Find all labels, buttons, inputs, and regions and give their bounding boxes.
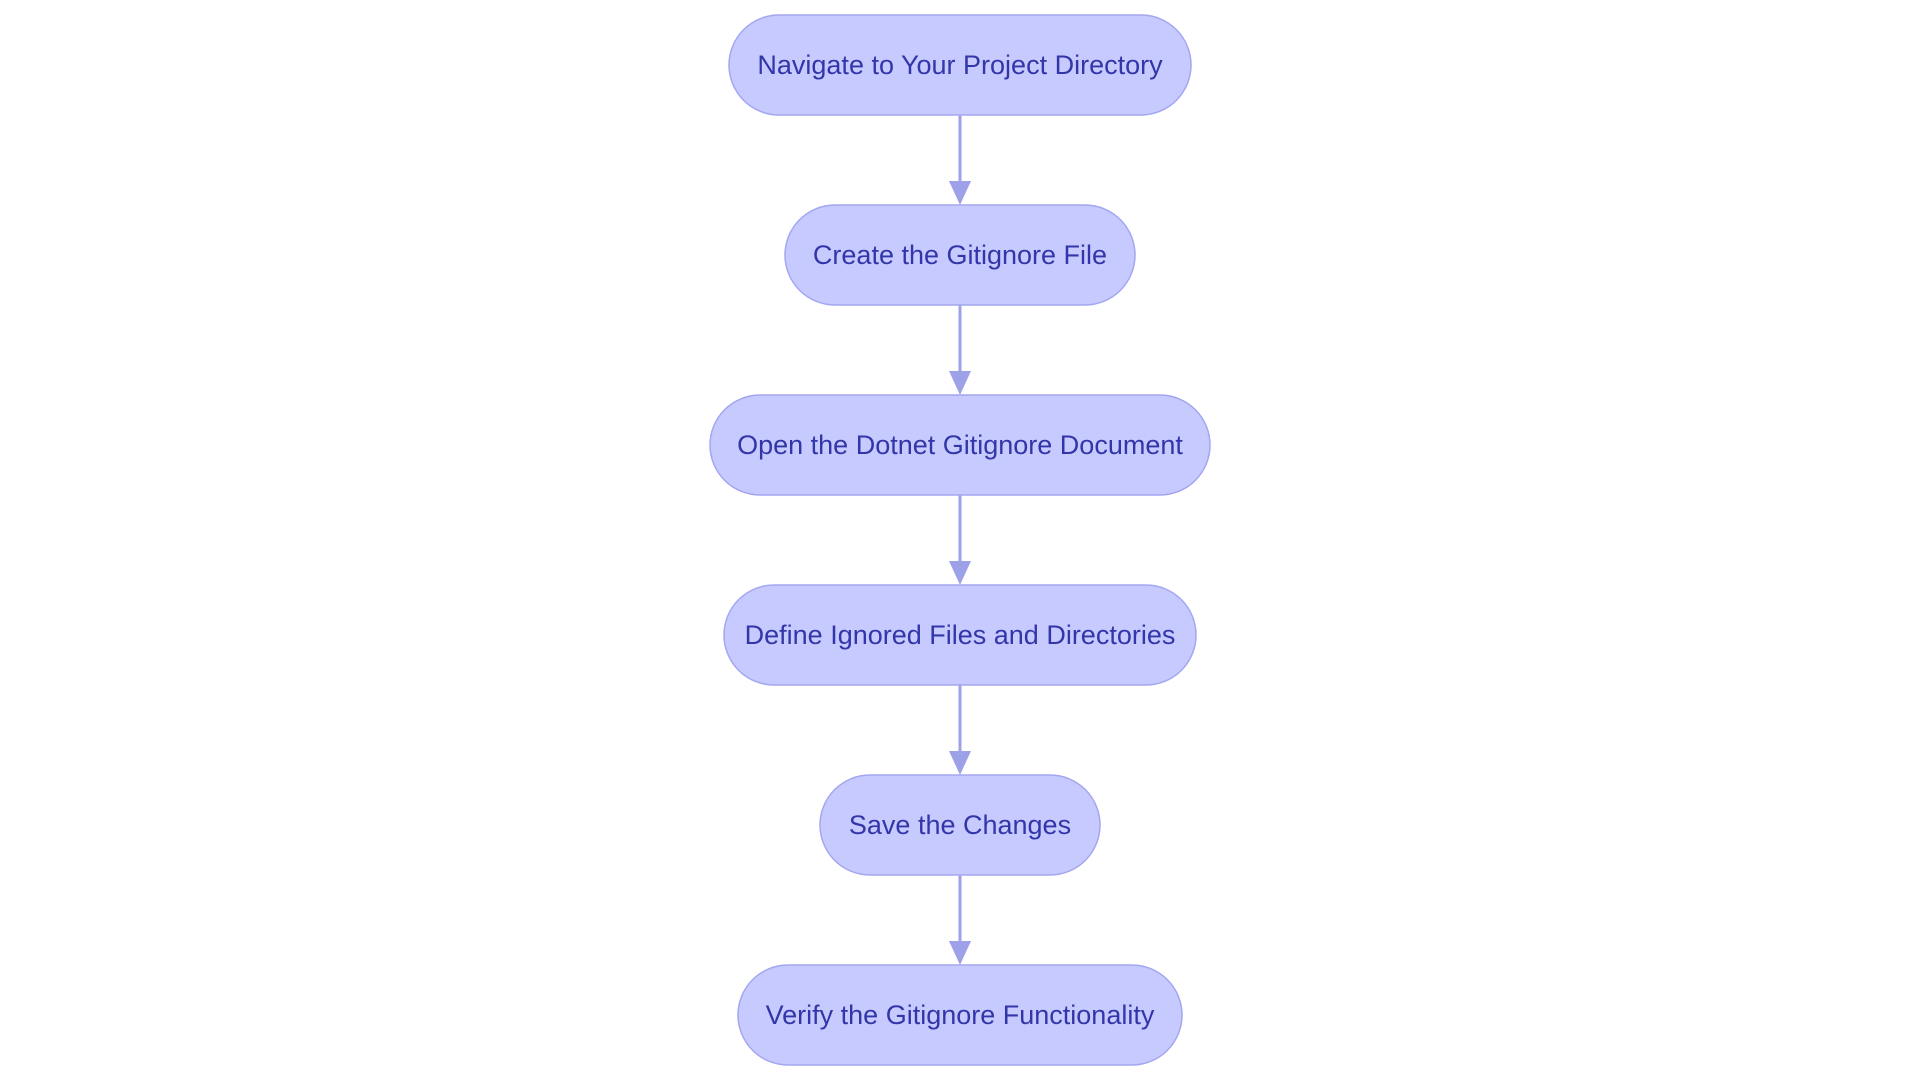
flow-arrow-5 [949, 875, 971, 965]
arrowhead-icon [949, 371, 971, 395]
flow-arrow-4 [949, 685, 971, 775]
arrowhead-icon [949, 941, 971, 965]
flow-step-label: Define Ignored Files and Directories [745, 620, 1176, 650]
arrowhead-icon [949, 561, 971, 585]
flow-arrow-1 [949, 115, 971, 205]
flow-step-label: Open the Dotnet Gitignore Document [737, 430, 1183, 460]
flow-step-box [728, 14, 1192, 116]
flow-step-4: Define Ignored Files and Directories [723, 584, 1197, 686]
edges-layer [949, 115, 971, 965]
flow-step-label: Save the Changes [849, 810, 1071, 840]
flow-step-2: Create the Gitignore File [784, 204, 1136, 306]
flow-step-1: Navigate to Your Project Directory [728, 14, 1192, 116]
flow-step-6: Verify the Gitignore Functionality [737, 964, 1183, 1066]
flow-step-box [709, 394, 1211, 496]
flow-step-box [784, 204, 1136, 306]
flow-arrow-2 [949, 305, 971, 395]
flow-step-box [723, 584, 1197, 686]
arrowhead-icon [949, 751, 971, 775]
flow-step-label: Verify the Gitignore Functionality [766, 1000, 1155, 1030]
nodes-layer: Navigate to Your Project DirectoryCreate… [709, 14, 1211, 1066]
flow-step-label: Navigate to Your Project Directory [757, 50, 1163, 80]
flow-arrow-3 [949, 495, 971, 585]
flow-step-label: Create the Gitignore File [813, 240, 1107, 270]
flow-step-5: Save the Changes [819, 774, 1101, 876]
flow-step-box [737, 964, 1183, 1066]
flow-step-3: Open the Dotnet Gitignore Document [709, 394, 1211, 496]
arrowhead-icon [949, 181, 971, 205]
flow-step-box [819, 774, 1101, 876]
